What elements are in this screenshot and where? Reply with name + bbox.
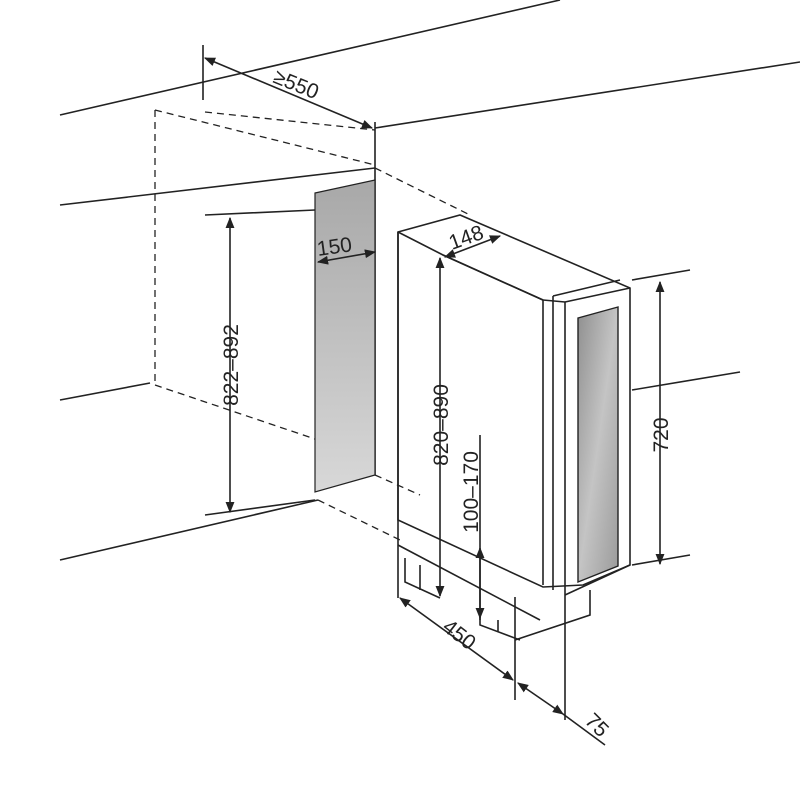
dimension-labels: ≥550 150 822–892 148 820–890 100–170 720… [220,65,673,741]
wine-cooler [397,214,631,641]
label-niche-height: 822–892 [220,324,243,406]
niche-hidden-lines [154,109,471,541]
label-plinth-height: 100–170 [460,451,483,533]
kitchen-cabinet-outline [59,0,800,561]
niche-slot [314,179,376,493]
label-door-depth: 75 [580,709,613,742]
label-appliance-width: 148 [446,221,487,255]
door-glass [577,306,619,584]
dimension-lines [203,57,691,746]
label-door-height: 720 [650,417,673,452]
label-niche-depth: ≥550 [270,65,322,104]
label-appliance-height: 820–890 [430,384,453,466]
label-appliance-depth: 450 [438,615,480,655]
label-niche-width: 150 [315,233,353,261]
